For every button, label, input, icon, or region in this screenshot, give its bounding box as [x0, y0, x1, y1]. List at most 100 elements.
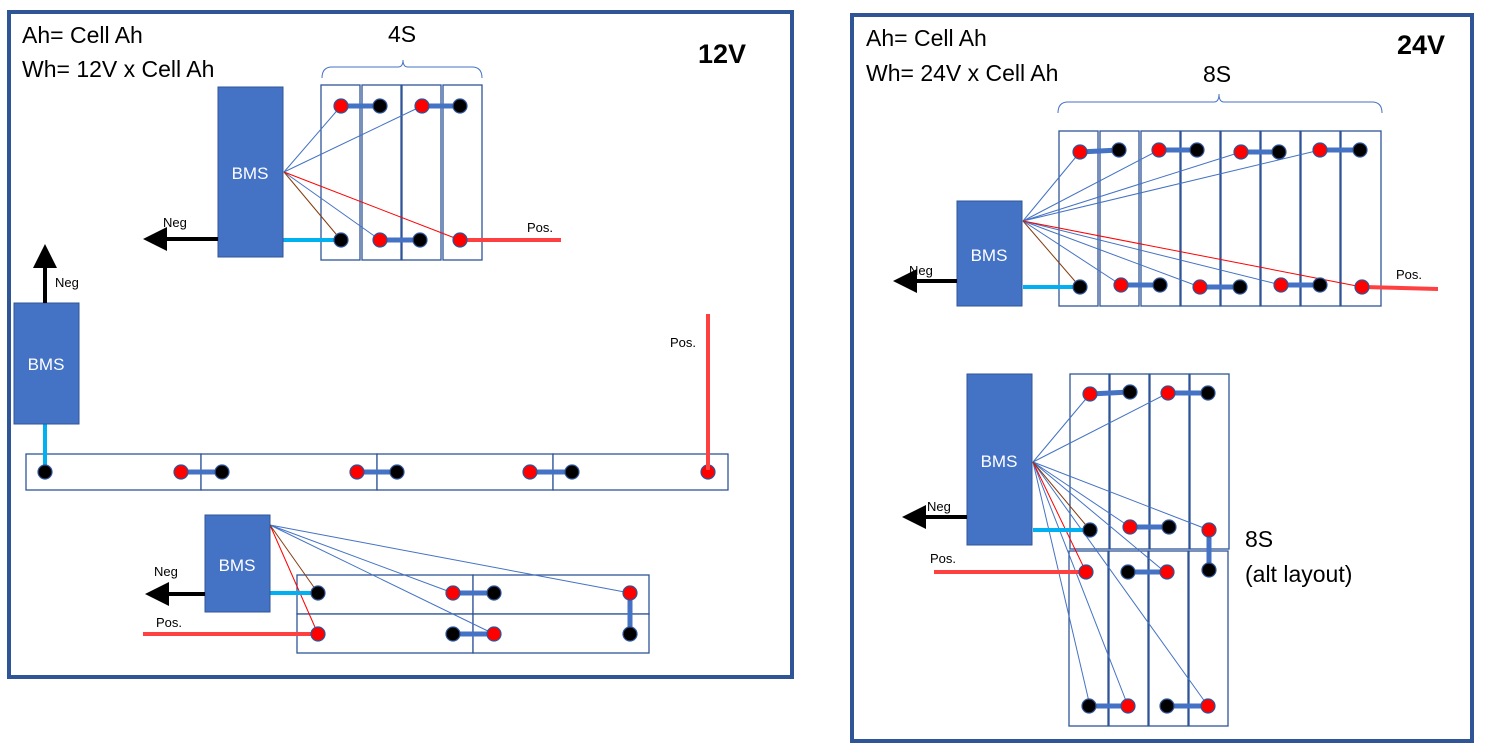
negative-terminal — [1189, 142, 1205, 158]
pos-label: Pos. — [930, 551, 956, 566]
positive-terminal — [1192, 279, 1208, 295]
bms-label: BMS — [28, 355, 65, 374]
bms-box — [204, 514, 271, 613]
layout-8s-alt: BMS Neg Pos. 8S (alt layout) — [902, 373, 1352, 727]
negative-terminal — [1081, 698, 1097, 714]
cell — [361, 84, 402, 261]
neg-label: Neg — [927, 499, 951, 514]
cell — [25, 453, 202, 491]
cell — [552, 453, 729, 491]
cell — [1058, 130, 1099, 307]
negative-terminal — [1159, 698, 1175, 714]
positive-terminal — [1072, 144, 1088, 160]
neg-label: Neg — [55, 275, 79, 290]
panel-24v: Ah= Cell Ah Wh= 24V x Cell Ah 24V 8S — [850, 13, 1474, 743]
bms-box — [13, 302, 80, 425]
bms-box — [956, 200, 1023, 307]
wh-formula: Wh= 12V x Cell Ah — [22, 56, 214, 82]
negative-terminal — [1082, 522, 1098, 538]
positive-terminal — [310, 626, 326, 642]
pos-label: Pos. — [156, 615, 182, 630]
cell — [320, 84, 361, 261]
cell — [1108, 550, 1149, 727]
bms-label: BMS — [219, 556, 256, 575]
positive-terminal — [1273, 277, 1289, 293]
bms-label: BMS — [981, 452, 1018, 471]
bms-label: BMS — [971, 246, 1008, 265]
positive-terminal — [1354, 279, 1370, 295]
negative-terminal — [1161, 519, 1177, 535]
cell — [1188, 550, 1229, 727]
positive-terminal — [1120, 698, 1136, 714]
positive-terminal — [486, 626, 502, 642]
cell — [1220, 130, 1261, 307]
ah-formula: Ah= Cell Ah — [22, 22, 143, 48]
cell — [200, 453, 378, 491]
positive-terminal — [452, 232, 468, 248]
negative-terminal — [486, 585, 502, 601]
cell — [1180, 130, 1221, 307]
voltage-label: 12V — [698, 39, 746, 69]
bms-label: BMS — [232, 164, 269, 183]
cell — [401, 84, 442, 261]
wh-formula: Wh= 24V x Cell Ah — [866, 60, 1058, 86]
positive-terminal — [1151, 142, 1167, 158]
positive-terminal — [372, 232, 388, 248]
positive-terminal — [349, 464, 365, 480]
positive-terminal — [445, 585, 461, 601]
pos-label: Pos. — [670, 335, 696, 350]
negative-terminal — [1200, 385, 1216, 401]
cell — [1099, 130, 1140, 307]
positive-terminal — [414, 98, 430, 114]
negative-terminal — [1201, 562, 1217, 578]
negative-terminal — [452, 98, 468, 114]
positive-terminal — [1200, 698, 1216, 714]
bms-box — [217, 86, 284, 258]
cell — [472, 613, 650, 654]
positive-terminal — [1122, 519, 1138, 535]
cell — [1148, 550, 1189, 727]
layout-8s-row: 8S — [893, 61, 1439, 307]
alt-series-label: 8S — [1245, 526, 1273, 552]
layout-4s-inline: BMS Neg Pos. — [13, 244, 729, 491]
series-brace — [321, 59, 483, 79]
positive-terminal — [1082, 386, 1098, 402]
positive-terminal — [1201, 522, 1217, 538]
series-brace — [1057, 93, 1383, 114]
negative-terminal — [445, 626, 461, 642]
pos-label: Pos. — [527, 220, 553, 235]
negative-terminal — [1120, 564, 1136, 580]
negative-terminal — [1122, 384, 1138, 400]
negative-terminal — [1111, 142, 1127, 158]
neg-label: Neg — [909, 263, 933, 278]
negative-terminal — [37, 464, 53, 480]
negative-terminal — [310, 585, 326, 601]
panel-12v: Ah= Cell Ah Wh= 12V x Cell Ah 12V 4S — [7, 10, 794, 679]
positive-terminal — [1159, 564, 1175, 580]
alt-layout-label: (alt layout) — [1245, 561, 1352, 587]
voltage-label: 24V — [1397, 30, 1445, 60]
negative-terminal — [1352, 142, 1368, 158]
cell — [1340, 130, 1382, 307]
positive-terminal — [173, 464, 189, 480]
negative-terminal — [333, 232, 349, 248]
negative-terminal — [564, 464, 580, 480]
positive-terminal — [1312, 142, 1328, 158]
ah-formula: Ah= Cell Ah — [866, 25, 987, 51]
negative-terminal — [1312, 277, 1328, 293]
layout-4s-vertical: 4S BMS — [143, 21, 561, 261]
negative-terminal — [389, 464, 405, 480]
bms-box — [966, 373, 1033, 546]
neg-label: Neg — [154, 564, 178, 579]
negative-terminal — [412, 232, 428, 248]
negative-terminal — [1271, 144, 1287, 160]
positive-terminal — [522, 464, 538, 480]
negative-terminal — [214, 464, 230, 480]
series-label: 4S — [388, 21, 416, 47]
cell — [1189, 373, 1230, 550]
positive-terminal — [1078, 564, 1094, 580]
positive-terminal — [333, 98, 349, 114]
cell — [472, 574, 650, 615]
negative-terminal — [622, 626, 638, 642]
